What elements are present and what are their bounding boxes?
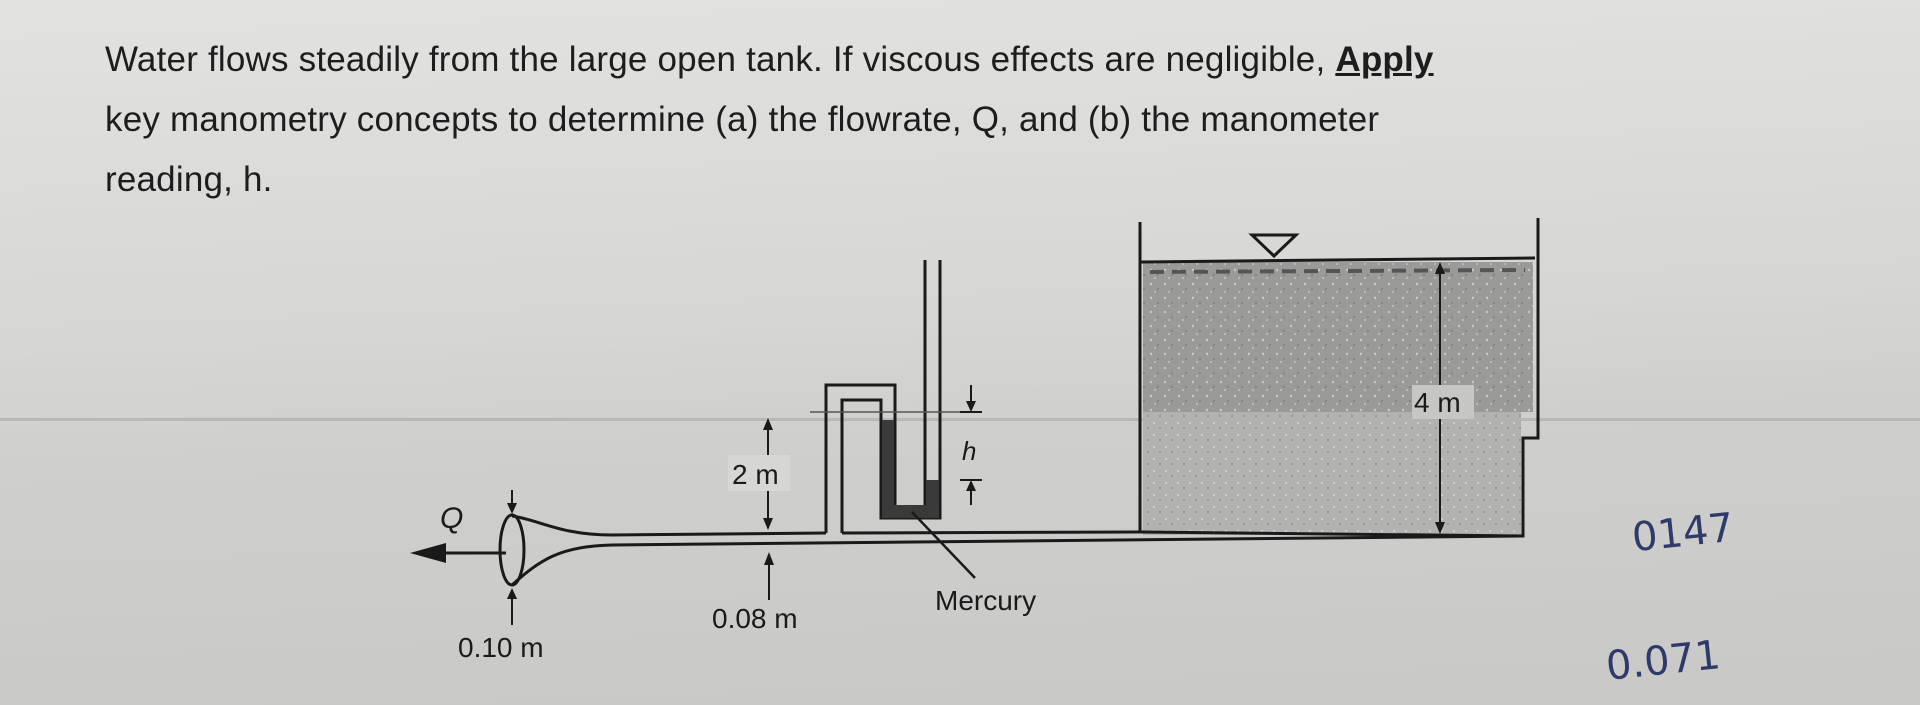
- flow-label: Q: [440, 502, 463, 535]
- paper-fold: [0, 418, 1920, 421]
- tank-water-upper: [1143, 262, 1533, 412]
- tank-depth-label: 4 m: [1414, 387, 1461, 418]
- problem-line-1: Water flows steadily from the large open…: [105, 30, 1805, 90]
- nozzle-top: [511, 514, 613, 537]
- tank-depth-label-bg: [1412, 385, 1474, 419]
- mercury-bottom: [882, 505, 939, 518]
- height-label: 2 m: [732, 459, 779, 490]
- problem-line-2: key manometry concepts to determine (a) …: [105, 100, 1380, 139]
- manometer-inner-tube: [840, 260, 942, 533]
- outlet-dim-arrow-top: [507, 503, 517, 514]
- mercury-leader-line: [911, 511, 976, 579]
- tank-depth-arrow-bottom: [1435, 522, 1445, 534]
- pipe-top-left: [611, 531, 827, 537]
- tank-water-lower: [1143, 412, 1521, 535]
- manometer-reading-label: h: [962, 436, 976, 466]
- water-surface-dash: [1149, 268, 1526, 274]
- nozzle-exit: [498, 513, 526, 587]
- tank-depth-arrow-top: [1435, 262, 1445, 274]
- problem-line-1-text: Water flows steadily from the large open…: [105, 40, 1326, 79]
- mercury-label: Mercury: [935, 585, 1036, 616]
- outlet-diameter-label: 0.10 m: [458, 632, 544, 663]
- h-dim-arrow-top: [966, 401, 976, 412]
- outlet-dim-arrow-bottom: [507, 588, 517, 599]
- pipe-dim-arrow: [764, 552, 774, 565]
- pipe-top: [841, 530, 1141, 535]
- water-surface: [1139, 256, 1536, 264]
- problem-line-3: reading, h.: [105, 160, 273, 199]
- pipe-bottom: [611, 534, 1524, 547]
- nozzle-bottom: [511, 543, 613, 587]
- height-label-bg: [728, 455, 790, 491]
- height-dim-arrow-bottom: [763, 518, 773, 530]
- mercury-left-leg: [882, 420, 894, 512]
- problem-statement: Water flows steadily from the large open…: [105, 30, 1805, 210]
- mercury-right-leg: [926, 480, 939, 510]
- height-dim-arrow-top: [763, 418, 773, 430]
- apply-keyword: Apply: [1335, 40, 1434, 79]
- h-dim-arrow-bottom: [966, 480, 976, 491]
- flow-arrow-icon: [410, 543, 446, 563]
- free-surface-icon: [1248, 233, 1300, 259]
- manometer-outer-tube: [824, 260, 927, 533]
- tank-wall: [1138, 218, 1540, 538]
- pipe-diameter-label: 0.08 m: [712, 603, 798, 634]
